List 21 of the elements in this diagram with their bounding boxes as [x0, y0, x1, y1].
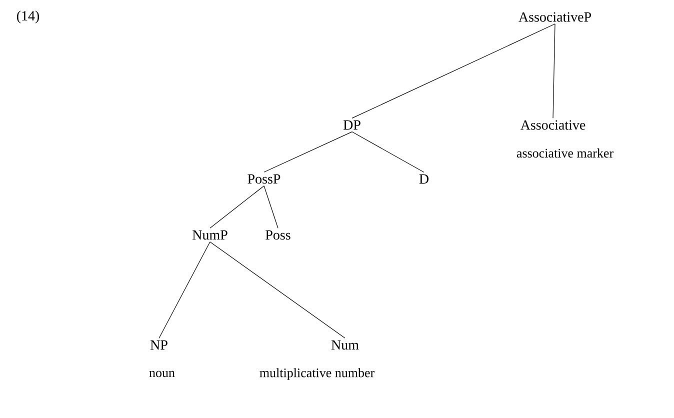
gloss-label: associative marker — [516, 148, 614, 158]
tree-node-label: Poss — [266, 230, 290, 240]
tree-node-label: NP — [150, 340, 168, 350]
tree-branch — [264, 186, 278, 228]
gloss-label: noun — [149, 370, 175, 378]
tree-node-label: D — [419, 174, 428, 184]
gloss-label: multiplicative number — [260, 368, 374, 380]
tree-node-label: Associative — [520, 120, 586, 130]
tree-branch — [352, 24, 556, 118]
tree-node-label: DP — [343, 120, 360, 130]
tree-branch — [352, 132, 424, 172]
example-number: (14) — [16, 10, 40, 24]
tree-branch — [158, 242, 210, 339]
tree-branch — [552, 24, 556, 118]
tree-branch — [210, 186, 264, 228]
tree-node-label: NumP — [192, 230, 228, 240]
tree-node-label: PossP — [248, 174, 280, 184]
tree-node-label: AssociativeP — [518, 12, 591, 22]
tree-branch — [210, 242, 346, 338]
tree-branch — [264, 132, 352, 172]
tree-node-label: Num — [331, 340, 359, 350]
